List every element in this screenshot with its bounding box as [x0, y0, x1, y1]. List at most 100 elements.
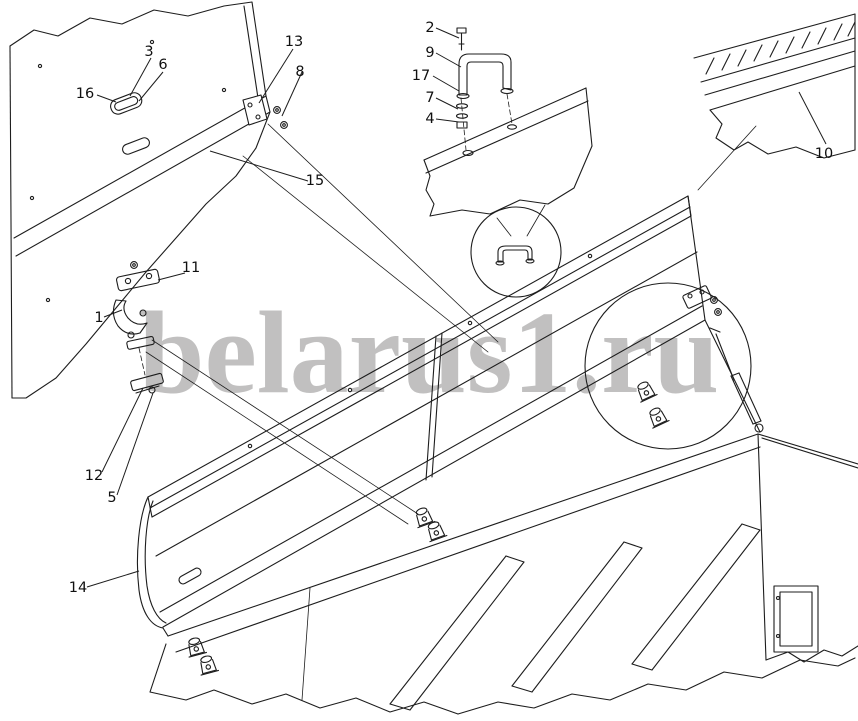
hinge-in-circle: [682, 285, 712, 309]
washer-part-7: [455, 113, 469, 119]
fragment-torn-left: [423, 159, 435, 217]
handle-in-circle: [497, 245, 533, 263]
board-top-rail: [147, 195, 689, 498]
bracket-part-12: [130, 372, 164, 392]
board-slot: [178, 567, 202, 585]
callout-label-2: 2: [425, 20, 434, 36]
callout-label-3: 3: [144, 44, 153, 60]
board-bottom-edge: [162, 319, 706, 628]
right-wall-top: [757, 433, 858, 465]
clamp-fitting: [411, 504, 436, 529]
panel-slot-inner: [114, 96, 139, 111]
clamp-fitting: [184, 635, 208, 658]
hatch-band: [705, 21, 856, 75]
clamp-in-circle: [645, 404, 670, 429]
board-right-end: [687, 195, 706, 321]
panel-right-inner-edge: [243, 5, 259, 99]
latch-hook-part-1: [112, 299, 148, 335]
callout-labels: 1 2 3 4 5 6 7 8 9 10 11 12 13 14 15 16 1…: [69, 20, 833, 596]
main-board-drawing: [136, 195, 706, 676]
clamp-in-circle: [633, 378, 658, 403]
bin-torn-bottom-right: [457, 657, 856, 715]
panel-slot-2: [122, 137, 150, 155]
left-hardware-drawing: [112, 261, 419, 525]
fragment-torn-bottom: [429, 145, 593, 217]
bracket-part-13: [242, 94, 268, 126]
mount-hole: [462, 149, 474, 157]
callout-label-16: 16: [76, 86, 94, 102]
handle-foot: [500, 87, 514, 95]
fragment-top-edge: [423, 87, 587, 161]
mount-hole: [506, 124, 518, 130]
spring-rod: [715, 333, 735, 381]
bin-near-edge: [167, 433, 759, 637]
right-wall-bottom: [765, 645, 858, 663]
gas-spring-drawing: [709, 327, 764, 433]
detail-circle-latch: [584, 282, 752, 450]
screw-part-2-head: [456, 27, 467, 34]
bolt-part-8: [273, 106, 281, 114]
callout-label-11: 11: [182, 260, 200, 276]
wall-panel-drawing: [9, 1, 499, 399]
bolt-in-circle: [714, 308, 722, 316]
panel-flange-top: [13, 95, 267, 239]
locator-line: [697, 125, 757, 191]
access-door-inner: [779, 591, 813, 647]
spring-eye: [754, 423, 764, 433]
detail-circles: [470, 206, 752, 450]
bin-rib-3: [631, 523, 761, 671]
clamp-fitting: [196, 653, 220, 676]
panel-slot-outer: [110, 92, 143, 115]
callout-label-12: 12: [85, 468, 103, 484]
hinge-bolt: [130, 261, 138, 269]
locator-line: [267, 123, 499, 343]
callout-label-5: 5: [107, 490, 116, 506]
bin-torn-bottom-left: [149, 689, 459, 715]
callout-label-1: 1: [94, 310, 103, 326]
corner-panel-drawing: [693, 13, 856, 191]
fragment-fold-line: [425, 100, 589, 174]
locator-line: [496, 217, 512, 237]
pin-part-5: [148, 386, 156, 394]
callout-label-10: 10: [815, 146, 833, 162]
hinge-plate-part-11: [116, 268, 160, 292]
callout-label-7: 7: [425, 90, 434, 106]
nut-part-4: [456, 121, 468, 129]
right-wall-left-edge: [757, 433, 767, 661]
callout-label-8: 8: [295, 64, 304, 80]
bolt-part-8b: [280, 121, 288, 129]
callout-label-17: 17: [412, 68, 430, 84]
bin-body-drawing: [149, 319, 858, 715]
callout-label-4: 4: [425, 111, 434, 127]
panel-left-edge: [9, 45, 13, 399]
callout-label-15: 15: [306, 173, 324, 189]
callout-label-14: 14: [69, 580, 87, 596]
panel-torn-top-edge: [9, 1, 267, 97]
handle-part-9: [458, 53, 512, 96]
spring-clevis: [709, 327, 721, 333]
panel-torn-lower-edge: [11, 111, 271, 399]
leader-lines: [86, 27, 827, 588]
bolt-in-circle: [710, 296, 718, 304]
handle-foot: [456, 92, 470, 100]
board-low-crease: [159, 305, 703, 613]
locator-line: [242, 155, 489, 353]
bin-wall-seam: [301, 587, 311, 701]
detail-circle-handle: [470, 206, 562, 298]
board-left-cap: [136, 496, 164, 629]
bin-rib-1: [389, 555, 525, 711]
locator-line: [145, 351, 409, 525]
board-mid-crease: [155, 251, 698, 557]
callout-label-9: 9: [425, 45, 434, 61]
board-seam: [425, 335, 437, 481]
bin-rib-2: [511, 541, 643, 693]
callout-label-6: 6: [158, 57, 167, 73]
locator-line: [526, 204, 546, 237]
handle-hardware-drawing: [423, 27, 593, 237]
locator-line: [151, 339, 419, 515]
corner-torn-edge: [709, 109, 856, 159]
callout-label-13: 13: [285, 34, 303, 50]
panel-flange-bottom: [15, 111, 271, 257]
